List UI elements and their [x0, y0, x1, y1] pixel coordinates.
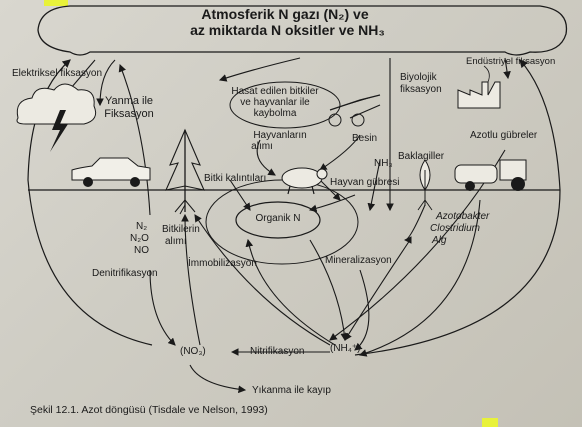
- label-food: Besin: [352, 133, 378, 144]
- label-harvest-1: Hasat edilen bitkiler: [231, 86, 319, 97]
- arrow-right-return: [354, 59, 561, 356]
- atmosphere-cloud: [37, 5, 568, 56]
- arrow-gases-up: [118, 63, 151, 216]
- arrow-nh3: [367, 159, 381, 212]
- label-organic-n: Organik N: [255, 213, 301, 224]
- label-azotobacter: Azotobakter: [436, 211, 490, 222]
- label-combustion-1: Yanma ile: [104, 95, 154, 107]
- label-n2o: N₂O: [130, 233, 149, 244]
- label-nh3: NH₃: [374, 158, 393, 169]
- label-denitrification: Denitrifikasyon: [92, 268, 158, 279]
- label-fertilizers: Azotlu gübreler: [470, 130, 538, 141]
- label-industrial-fixation: Endüstriyel fiksasyon: [466, 56, 556, 67]
- car-icon: [71, 157, 151, 187]
- label-plant-uptake-2: alımı: [165, 236, 187, 247]
- label-animal-manure: Hayvan gübresi: [330, 177, 400, 188]
- arrow-mineralization: [309, 239, 349, 342]
- label-plant-uptake-1: Bitkilerin: [162, 224, 200, 235]
- label-animal-uptake-2: alımı: [251, 141, 273, 152]
- arrow-harvest: [218, 57, 301, 82]
- label-harvest-3: kaybolma: [253, 108, 297, 119]
- label-plant-residue: Bitki kalıntıları: [204, 173, 267, 184]
- arrow-animal-uptake: [256, 139, 276, 176]
- tractor-icon: [454, 159, 527, 191]
- arrow-food: [319, 134, 361, 171]
- label-n2: N₂: [136, 221, 148, 232]
- arrow-plant-uptake: [181, 213, 201, 346]
- label-nitrification: Nitrifikasyon: [250, 346, 305, 357]
- label-electrical-fixation: Elektriksel fiksasyon: [12, 68, 103, 79]
- arrow-plant-uptake-2: [194, 214, 331, 346]
- arrow-legumes: [403, 204, 426, 244]
- arrow-denit-to-no3: [149, 269, 176, 346]
- arrow-leaching: [189, 364, 247, 394]
- arrow-bacteria: [344, 239, 411, 341]
- label-animal-uptake-1: Hayvanların: [253, 130, 307, 141]
- diagram-title-line2: az miktarda N oksitler ve NH₃: [190, 22, 385, 38]
- label-combustion-2: Fiksasyon: [104, 108, 154, 120]
- arrow-manure-organic: [308, 194, 356, 213]
- highlight-tag-top-left: [44, 0, 68, 6]
- diagram-title-line1: Atmosferik N gazı (N₂) ve: [201, 6, 369, 22]
- label-legumes: Baklagiller: [398, 151, 445, 162]
- cloud-lightning-icon: [16, 83, 97, 152]
- animal-icon: [281, 167, 328, 195]
- label-ammonium: (NH₄⁺): [330, 343, 361, 354]
- label-mineralization: Mineralizasyon: [325, 255, 392, 266]
- figure-caption: Şekil 12.1. Azot döngüsü (Tisdale ve Nel…: [30, 404, 268, 416]
- arrow-immobilization: [245, 238, 336, 346]
- highlight-tag-bottom-right: [482, 418, 498, 427]
- label-clostridium: Clostridium: [430, 223, 481, 234]
- arrow-industrial: [503, 57, 511, 80]
- label-immobilization: İmmobilizasyon: [188, 258, 257, 269]
- label-alg: Alg: [432, 235, 447, 246]
- tree-icon: [165, 128, 205, 215]
- arrow-mineral-cycle: [354, 269, 370, 351]
- arrow-animal-manure: [319, 179, 341, 201]
- label-biological-2: fiksasyon: [400, 84, 442, 95]
- label-nitrate: (NO₃): [180, 346, 206, 357]
- label-biological-1: Biyolojik: [400, 72, 437, 83]
- arrow-combustion: [96, 59, 116, 107]
- arrow-right-loop: [358, 199, 481, 357]
- sheaf-icon: [328, 94, 381, 127]
- label-harvest-2: ve hayvanlar ile: [240, 97, 310, 108]
- factory-icon: [457, 65, 501, 109]
- harvest-ellipse: [229, 81, 341, 129]
- organic-n-ellipse: [235, 201, 321, 239]
- label-leaching-loss: Yıkanma ile kayıp: [252, 385, 331, 396]
- label-no: NO: [134, 245, 149, 256]
- plant-icon: [417, 159, 433, 211]
